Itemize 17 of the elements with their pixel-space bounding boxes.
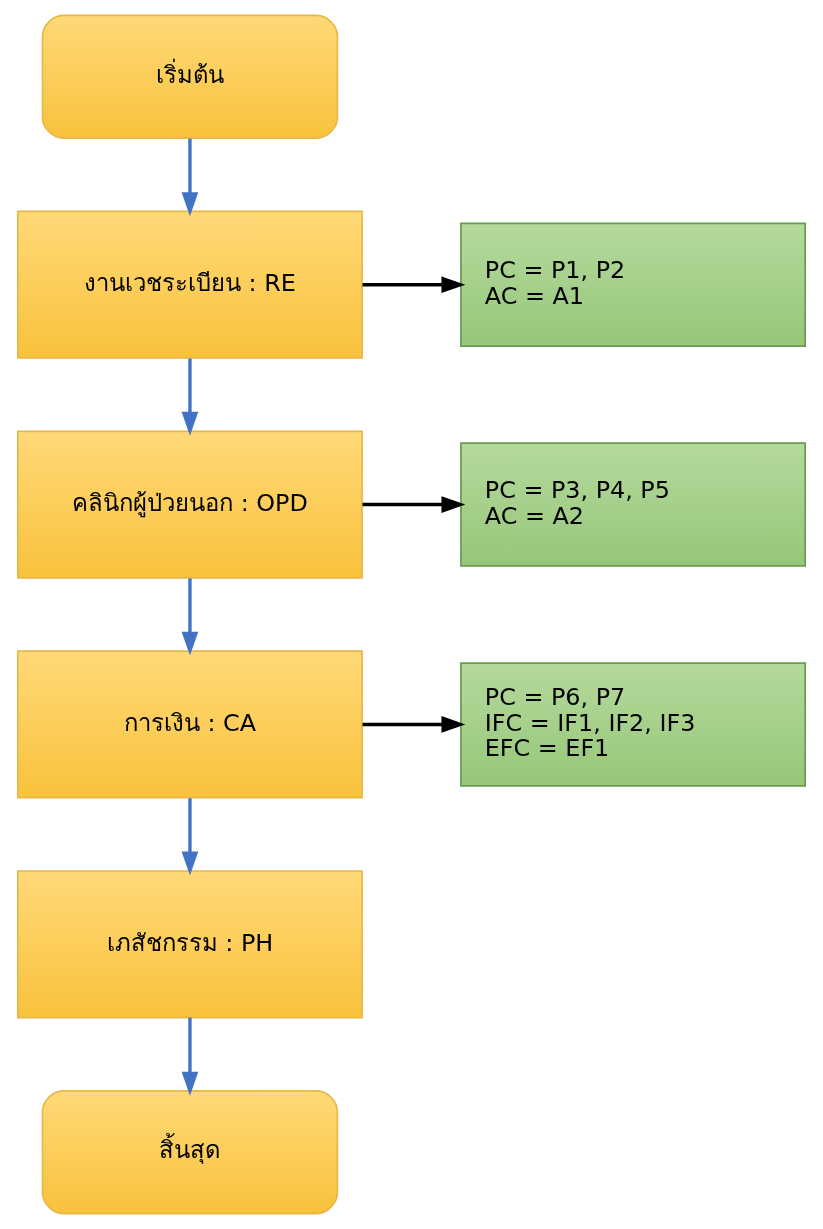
arrow [362,276,466,294]
node-box: การเงิน : CA [16,650,363,799]
node-box: PC = P3, P4, P5 AC = A2 [460,442,807,567]
arrow [181,1017,199,1096]
node-box: งานเวชระเบียน : RE [16,210,363,359]
arrow [181,798,199,876]
arrow [181,138,199,217]
arrow [362,496,466,513]
arrow [181,578,199,656]
arrow [362,716,466,733]
node-box: เริ่มต้น [41,14,339,139]
arrow [181,358,199,436]
node-box: PC = P1, P2 AC = A1 [460,222,807,347]
node-box: PC = P6, P7 IFC = IF1, IF2, IF3 EFC = EF1 [460,662,807,787]
node-box: คลินิกผู้ป่วยนอก : OPD [16,430,363,579]
node-box: สิ้นสุด [41,1090,339,1215]
node-box: เภสัชกรรม : PH [16,870,363,1019]
